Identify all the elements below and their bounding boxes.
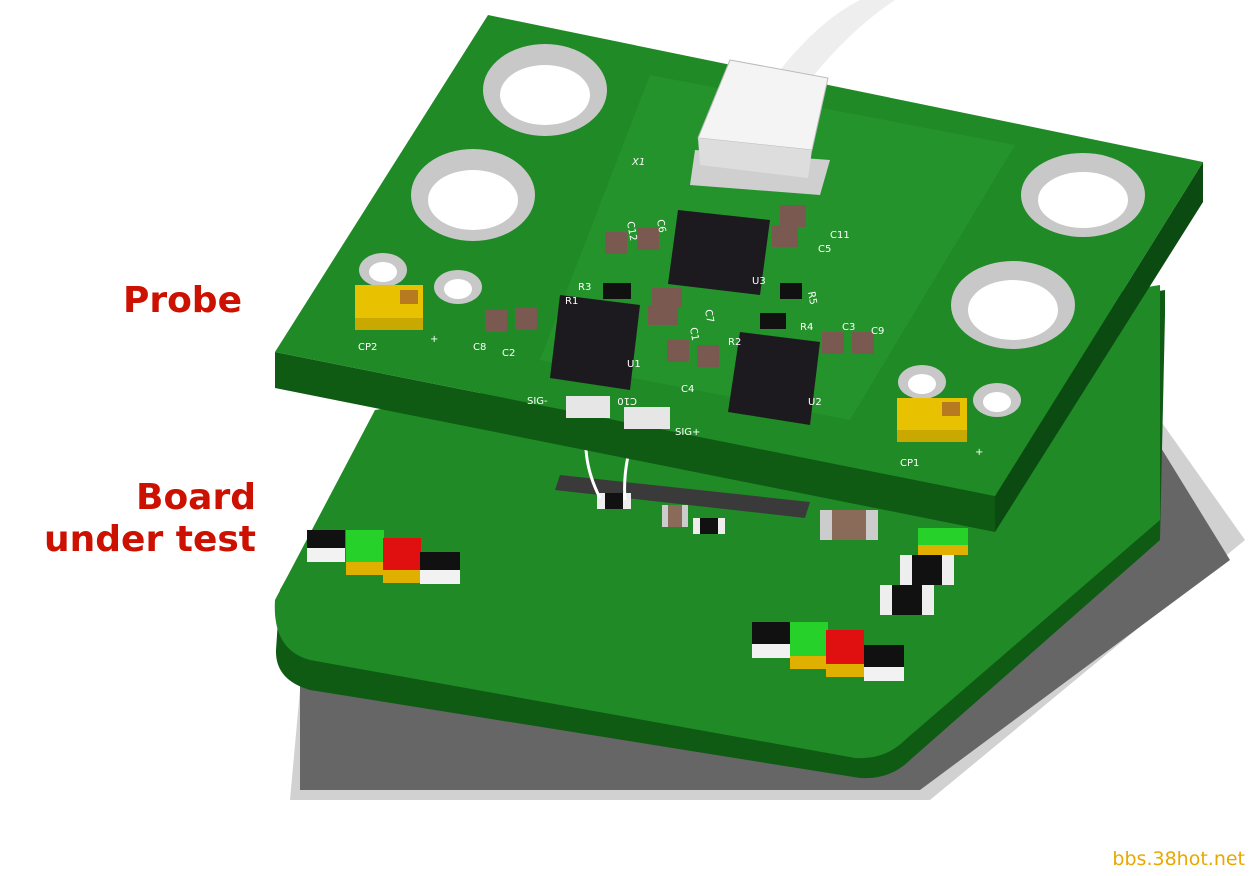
cap-c1 [667,340,689,362]
silk-c9: C9 [871,326,884,337]
silk-sig-minus: SIG- [527,396,548,407]
silk-c6: C6 [654,219,667,234]
probe-board: X1 C12 C6 C11 C5 U3 R3 R1 R5 C7 R4 C3 C9… [275,0,1203,532]
usb-cable [780,0,895,80]
probe-callout: Probe [60,280,242,322]
silk-c10: C10 [617,395,637,406]
mounting-hole-4 [951,261,1075,349]
dut-resistor-right-1 [752,622,792,658]
cap-c4 [697,345,719,367]
ic-u2 [728,332,820,425]
silk-r2: R2 [728,337,741,348]
dut-resistor-2 [693,518,725,534]
dut-capacitor-2 [820,510,878,540]
pad-sig-plus [624,407,670,429]
green-led-right [790,622,828,669]
silk-u3: U3 [752,276,766,287]
silk-c7: C7 [702,309,715,324]
silk-r1: R1 [565,296,578,307]
dut-resistor-left-2 [420,552,460,584]
cap-c3 [822,332,844,354]
silk-r5: R5 [805,291,818,306]
mounting-hole-2 [411,149,535,241]
res-r6 [780,283,802,299]
led-group-left [307,530,460,584]
cap-c5 [772,225,798,247]
silk-plus-cp2: + [430,334,438,345]
green-led-left [346,530,384,575]
red-led-left [383,538,421,583]
dut-resistor-right-2 [864,645,904,681]
dut-resistor-left-1 [307,530,345,562]
via-pad-3 [898,365,946,399]
silk-c12: C12 [624,221,638,242]
silk-r3: R3 [578,282,591,293]
ic-u1 [550,295,640,390]
board-callout-line2: under test [44,519,256,560]
silk-c1: C1 [687,327,700,342]
probe-resistors [603,283,802,329]
dut-resistor-1 [597,493,631,509]
res-r3 [603,283,631,299]
cap-c8 [485,310,507,332]
led-group-right [752,622,904,681]
watermark: bbs.38hot.net [1112,848,1245,870]
via-pad-2 [434,270,482,304]
silk-c3: C3 [842,322,855,333]
dut-capacitor-1 [662,505,688,527]
via-pad-4 [973,383,1021,417]
mounting-hole-3 [1021,153,1145,237]
cap-c12 [605,232,627,254]
silk-c11: C11 [830,230,850,241]
probe-passives [485,205,874,367]
probe-slot [555,475,810,518]
silk-c4: C4 [681,384,694,395]
probe-board-right-edge [995,162,1203,532]
cap-c6 [637,228,659,250]
tantalum-cap-cp2 [355,285,423,330]
silk-x1: X1 [631,157,645,168]
probe-board-inner-area [540,75,1015,420]
cap-r5 [652,288,682,308]
silk-cp1: CP1 [900,458,919,469]
silk-r4: R4 [800,322,813,333]
silk-c5: C5 [818,244,831,255]
silk-u1: U1 [627,359,641,370]
mounting-hole-1 [483,44,607,136]
dut-resistor-right-4 [880,585,934,615]
dut-resistor-right-3 [900,555,954,585]
ic-u3 [668,210,770,295]
via-pad-1 [359,253,407,287]
usb-connector-front [698,138,812,178]
board-under-test-callout: Board under test [20,477,256,561]
silk-u2: U2 [808,397,822,408]
silk-c2: C2 [502,348,515,359]
cap-c2 [515,308,537,330]
res-r4 [760,313,786,329]
cap-c7 [648,305,678,325]
cap-c9 [852,332,874,354]
tantalum-cap-cp1 [897,398,967,442]
silk-cp2: CP2 [358,342,377,353]
silk-sig-plus: SIG+ [675,427,700,438]
silk-plus-cp1: + [975,447,983,458]
green-led-top-right [918,528,968,555]
cap-c11 [780,205,806,227]
red-led-right [826,630,864,677]
board-callout-line1: Board [136,477,256,518]
silk-c8: C8 [473,342,486,353]
probe-board-left-edge [275,352,995,532]
probe-callout-text: Probe [122,280,242,321]
pad-sig-minus [566,396,610,418]
